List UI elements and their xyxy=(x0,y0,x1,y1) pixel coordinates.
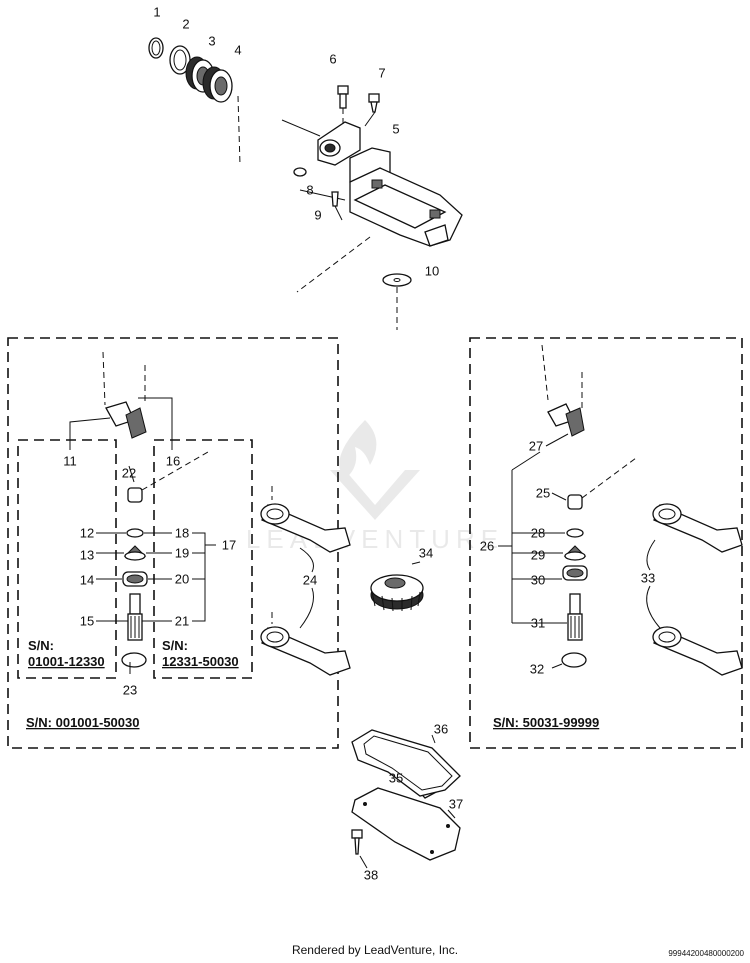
callout-2: 2 xyxy=(182,17,189,32)
screw-38[interactable] xyxy=(351,829,363,855)
callout-38: 38 xyxy=(364,868,378,883)
snap-ring-23[interactable] xyxy=(121,652,147,668)
ring-2[interactable] xyxy=(169,45,191,75)
bearing-30[interactable] xyxy=(562,565,588,581)
bearing-4[interactable] xyxy=(202,66,233,103)
sn-label-left-box: S/N: 001001-50030 xyxy=(26,715,139,730)
snap-ring-1[interactable] xyxy=(148,37,164,59)
callout-28: 28 xyxy=(531,526,545,541)
callout-5: 5 xyxy=(392,122,399,137)
connecting-rod-24a[interactable] xyxy=(260,503,351,553)
callout-12: 12 xyxy=(80,526,94,541)
callout-13: 13 xyxy=(80,548,94,563)
callout-1: 1 xyxy=(153,5,160,20)
callout-18: 18 xyxy=(175,526,189,541)
bevel-gear-29[interactable] xyxy=(563,545,587,561)
spacer-12[interactable] xyxy=(126,528,144,538)
cover-37[interactable] xyxy=(351,787,461,861)
callout-30: 30 xyxy=(531,573,545,588)
callout-16: 16 xyxy=(166,454,180,469)
fitting-9[interactable] xyxy=(331,191,343,221)
sn-label-right-box: S/N: 50031-99999 xyxy=(493,715,599,730)
callout-7: 7 xyxy=(378,66,385,81)
sn-label-a-2: 01001-12330 xyxy=(28,654,105,669)
callout-6: 6 xyxy=(329,52,336,67)
callout-24: 24 xyxy=(303,573,317,588)
gear-housing-5[interactable] xyxy=(281,119,463,247)
callout-10: 10 xyxy=(425,264,439,279)
gasket-10[interactable] xyxy=(382,273,412,287)
callout-35: 35 xyxy=(389,771,403,786)
collar-25[interactable] xyxy=(567,494,583,510)
crank-gear-34[interactable] xyxy=(370,574,424,612)
snap-ring-32[interactable] xyxy=(561,652,587,668)
box-sn-01001-12330 xyxy=(17,439,117,679)
gasket-36[interactable] xyxy=(351,729,461,797)
connecting-rod-33a[interactable] xyxy=(652,503,743,553)
diagram-code: 99944200480000200 xyxy=(668,949,744,958)
callout-26: 26 xyxy=(480,539,494,554)
callout-27: 27 xyxy=(529,439,543,454)
pinion-gear-11[interactable] xyxy=(105,401,147,439)
callout-36: 36 xyxy=(434,722,448,737)
callout-labels: 1 2 3 4 5 6 7 8 9 10 11 12 13 14 15 16 1… xyxy=(63,5,655,883)
callout-25: 25 xyxy=(536,486,550,501)
bolt-6[interactable] xyxy=(337,85,349,128)
grease-fitting-7[interactable] xyxy=(364,93,380,127)
callout-23: 23 xyxy=(123,683,137,698)
footer-credit: Rendered by LeadVenture, Inc. xyxy=(291,943,459,957)
serial-labels: S/N: 01001-12330 S/N: 12331-50030 S/N: 0… xyxy=(26,638,599,730)
shaft-31[interactable] xyxy=(567,593,583,641)
watermark: LEADVENTURE xyxy=(246,420,498,554)
callout-37: 37 xyxy=(449,797,463,812)
callout-8: 8 xyxy=(306,183,313,198)
sn-label-a-1: S/N: xyxy=(28,638,54,653)
callout-17: 17 xyxy=(222,538,236,553)
callout-19: 19 xyxy=(175,546,189,561)
callout-21: 21 xyxy=(175,614,189,629)
callout-3: 3 xyxy=(208,34,215,49)
box-sn-50031-99999 xyxy=(469,337,743,749)
sn-label-b-2: 12331-50030 xyxy=(162,654,239,669)
bevel-gear-13[interactable] xyxy=(123,545,147,561)
callout-4: 4 xyxy=(234,43,241,58)
connecting-rod-24b[interactable] xyxy=(260,626,351,676)
washer-8[interactable] xyxy=(293,167,307,177)
sn-label-b-1: S/N: xyxy=(162,638,188,653)
callout-9: 9 xyxy=(314,208,321,223)
callout-32: 32 xyxy=(530,662,544,677)
callout-29: 29 xyxy=(531,548,545,563)
collar-22[interactable] xyxy=(127,487,143,503)
callout-15: 15 xyxy=(80,614,94,629)
bearing-14[interactable] xyxy=(122,571,148,587)
callout-22: 22 xyxy=(122,466,136,481)
callout-20: 20 xyxy=(175,572,189,587)
pinion-gear-27[interactable] xyxy=(547,403,585,437)
callout-14: 14 xyxy=(80,573,94,588)
callout-11: 11 xyxy=(63,454,77,469)
shaft-15[interactable] xyxy=(127,593,143,641)
callout-31: 31 xyxy=(531,616,545,631)
box-sn-12331-50030 xyxy=(153,439,253,679)
callout-33: 33 xyxy=(641,571,655,586)
callout-34: 34 xyxy=(419,546,433,561)
connecting-rod-33b[interactable] xyxy=(652,626,743,676)
spacer-28[interactable] xyxy=(566,528,584,538)
